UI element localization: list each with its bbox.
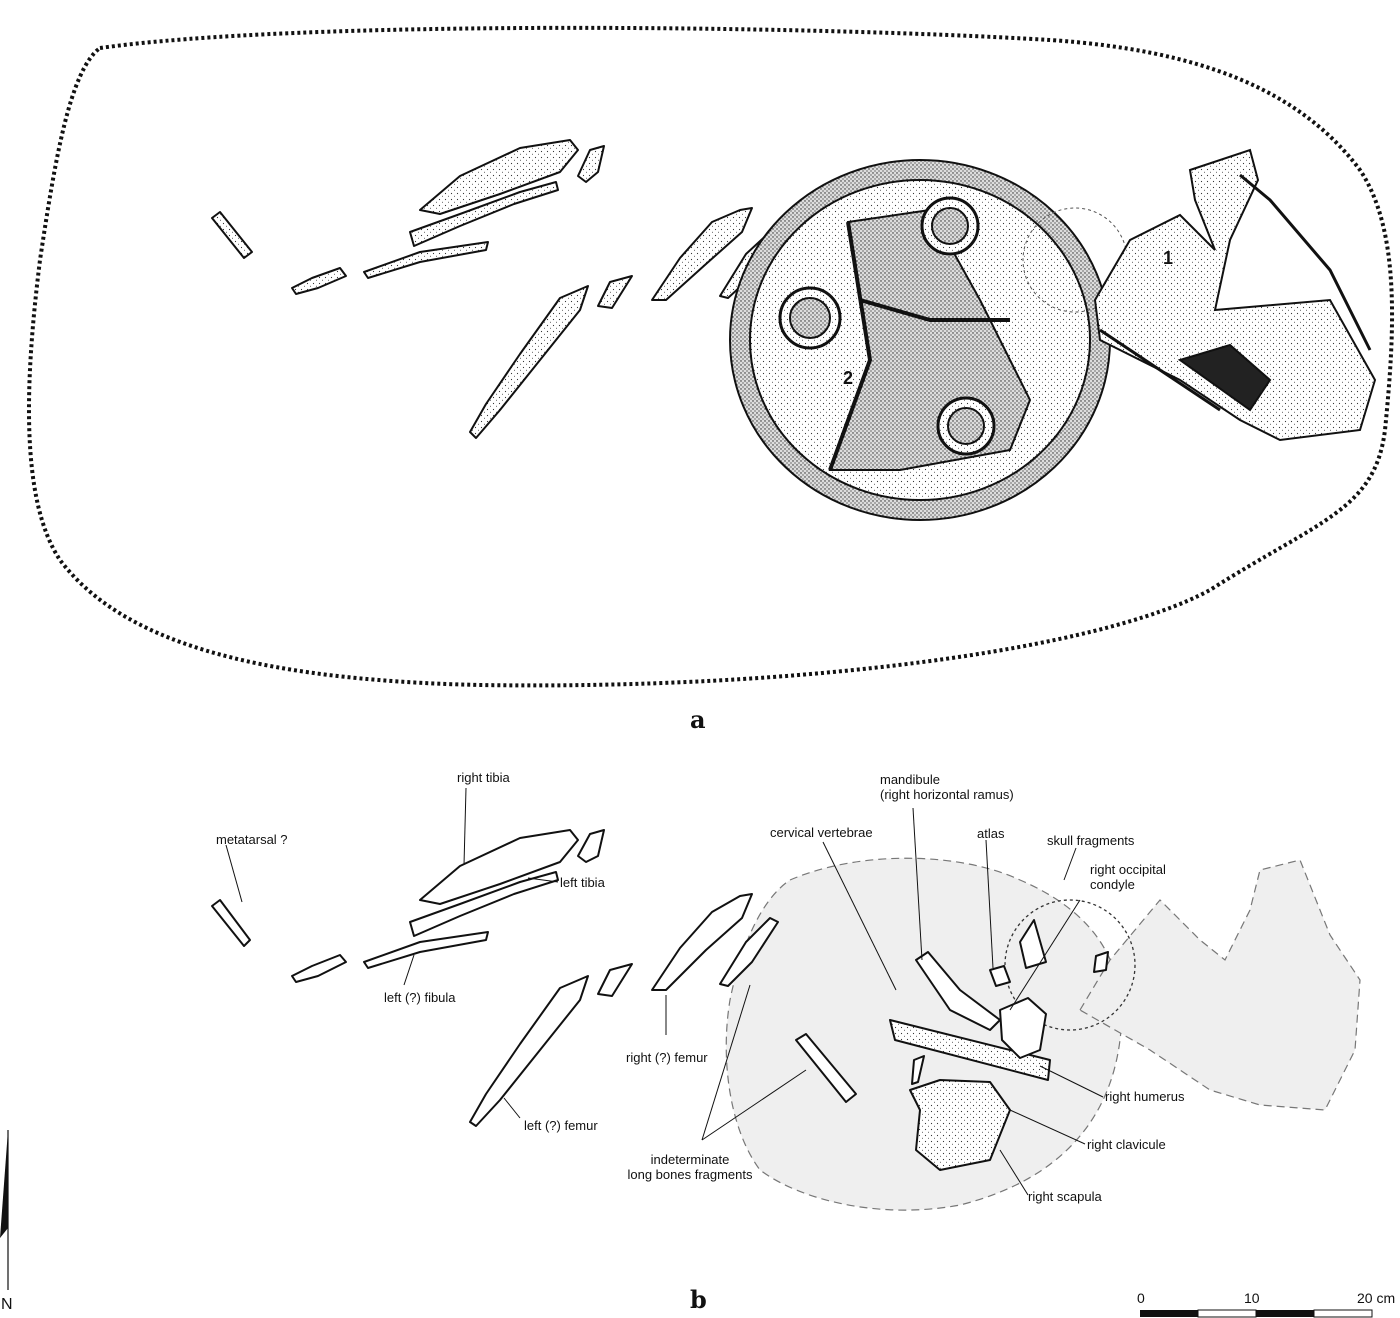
label-right-tibia: right tibia <box>457 770 510 785</box>
label-indeterminate-line1: indeterminate <box>650 1152 730 1167</box>
label-cervical-vertebrae: cervical vertebrae <box>770 825 873 840</box>
vessel-footprint <box>1079 859 1361 1111</box>
label-occipital-line1: right occipital <box>1090 862 1166 877</box>
panel-a-drawing: 1 2 <box>26 25 1395 688</box>
label-right-humerus: right humerus <box>1105 1089 1185 1104</box>
label-right-scapula: right scapula <box>1028 1189 1102 1204</box>
label-indeterminate-line2: long bones fragments <box>627 1167 753 1182</box>
panel-a-letter: a <box>690 705 706 734</box>
north-label: N <box>1 1296 13 1313</box>
scale-tick-10: 10 <box>1244 1290 1260 1306</box>
scale-tick-0: 0 <box>1137 1290 1145 1306</box>
object-2-shield <box>729 159 1111 521</box>
label-occipital-line2: condyle <box>1090 877 1135 892</box>
label-atlas: atlas <box>977 826 1005 841</box>
label-metatarsal: metatarsal ? <box>216 832 288 847</box>
label-left-tibia: left tibia <box>560 875 605 890</box>
scale-tick-20: 20 cm <box>1357 1290 1396 1306</box>
label-mandibule-line1: mandibule <box>880 772 940 787</box>
skull-fragments-outline <box>1004 899 1136 1031</box>
label-indeterminate: indeterminate long bones fragments <box>615 1152 765 1182</box>
object-2-label: 2 <box>843 368 853 388</box>
panel-b-letter: b <box>690 1285 707 1314</box>
label-right-clavicule: right clavicule <box>1087 1137 1166 1152</box>
label-occipital-condyle: right occipital condyle <box>1090 862 1166 892</box>
grave-pit-outline <box>26 25 1395 688</box>
scale-bar <box>1140 1309 1373 1318</box>
object-1-vessel <box>1093 148 1377 442</box>
label-mandibule-line2: (right horizontal ramus) <box>880 787 1014 802</box>
label-mandibule: mandibule (right horizontal ramus) <box>880 772 1014 802</box>
label-right-femur: right (?) femur <box>626 1050 708 1065</box>
panel-b-drawing <box>211 787 1361 1211</box>
label-skull-fragments: skull fragments <box>1047 833 1135 848</box>
label-left-femur: left (?) femur <box>524 1118 598 1133</box>
north-arrow-icon <box>0 1130 9 1290</box>
label-left-fibula: left (?) fibula <box>384 990 456 1005</box>
object-1-label: 1 <box>1163 248 1173 268</box>
